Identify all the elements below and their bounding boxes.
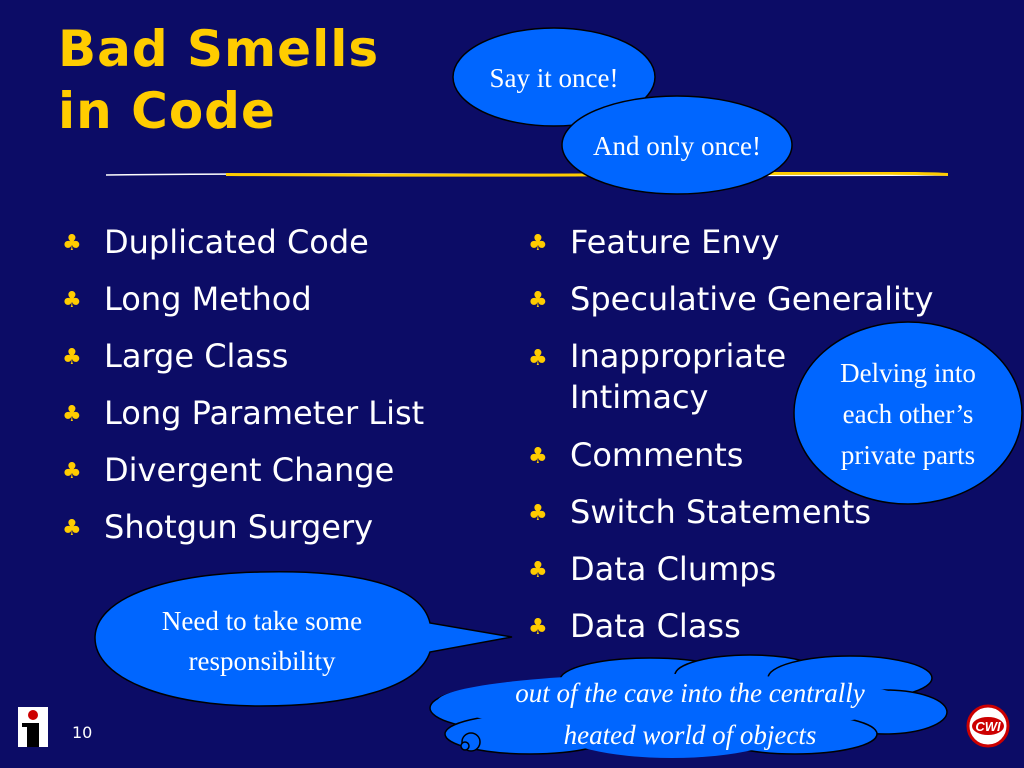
club-bullet-icon: ♣ — [62, 288, 82, 313]
say-it-once-text: Say it once! — [489, 63, 619, 93]
i-logo-icon — [18, 707, 48, 747]
list-item: ♣ Long Parameter List — [62, 393, 424, 433]
club-bullet-icon: ♣ — [528, 558, 548, 583]
say-it-once-bubble — [452, 27, 656, 127]
club-bullet-icon: ♣ — [528, 615, 548, 640]
club-bullet-icon: ♣ — [528, 444, 548, 469]
list-item: ♣ Feature Envy — [528, 222, 828, 262]
list-item-label: Divergent Change — [104, 451, 395, 489]
list-item-label: Speculative Generality — [570, 280, 934, 318]
club-bullet-icon: ♣ — [62, 516, 82, 541]
club-bullet-icon: ♣ — [62, 345, 82, 370]
right-smell-list: ♣ Feature Envy ♣ Speculative Generality ♣ I… — [528, 222, 933, 663]
cave-cloud-callout — [429, 654, 948, 758]
slide-title-line1: Bad Smells — [58, 20, 380, 78]
list-item-label: Comments — [570, 436, 744, 474]
delving-line2: each other’s — [842, 399, 974, 429]
list-item-label: Feature Envy — [570, 223, 780, 261]
club-bullet-icon: ♣ — [528, 288, 548, 313]
list-item-label: Long Method — [104, 280, 312, 318]
cloud-tail-dot — [460, 741, 470, 751]
club-bullet-icon: ♣ — [528, 346, 548, 371]
list-item-label: Large Class — [104, 337, 289, 375]
list-item: ♣ Inappropriate Intimacy — [528, 336, 828, 418]
slide-title: Bad Smells in Code — [58, 18, 379, 142]
list-item: ♣ Large Class — [62, 336, 424, 376]
club-bullet-icon: ♣ — [528, 231, 548, 256]
cwi-logo-text: CWI — [975, 719, 1001, 734]
page-number: 10 — [72, 723, 93, 742]
responsibility-line1: Need to take some — [161, 606, 363, 636]
cave-line1: out of the cave into the centrally — [515, 678, 865, 708]
and-only-once-text: And only once! — [593, 131, 761, 161]
cave-line2: heated world of objects — [563, 720, 817, 750]
list-item-label: Data Clumps — [570, 550, 777, 588]
and-only-once-bubble — [561, 95, 793, 195]
delving-line1: Delving into — [840, 358, 976, 388]
list-item-label: Shotgun Surgery — [104, 508, 374, 546]
list-item-label: Switch Statements — [570, 493, 872, 531]
delving-line3: private parts — [840, 440, 976, 470]
list-item: ♣ Duplicated Code — [62, 222, 424, 262]
list-item: ♣ Data Class — [528, 606, 828, 646]
cave-text: out of the cave into the centrally heate… — [440, 672, 940, 756]
delving-text: Delving into each other’s private parts — [796, 353, 1020, 476]
list-item: ♣ Data Clumps — [528, 549, 828, 589]
responsibility-callout — [94, 571, 513, 707]
club-bullet-icon: ♣ — [62, 231, 82, 256]
club-bullet-icon: ♣ — [62, 459, 82, 484]
list-item: ♣ Long Method — [62, 279, 424, 319]
list-item: ♣ Divergent Change — [62, 450, 424, 490]
list-item: ♣ Switch Statements — [528, 492, 871, 532]
list-item-label: Inappropriate Intimacy — [570, 337, 787, 416]
slide-title-line2: in Code — [58, 82, 276, 140]
list-item-label: Data Class — [570, 607, 741, 645]
list-item: ♣ Speculative Generality — [528, 279, 933, 319]
delving-bubble — [793, 321, 1023, 505]
list-item-label: Long Parameter List — [104, 394, 425, 432]
left-smell-list: ♣ Duplicated Code ♣ Long Method ♣ Large Cla… — [62, 222, 424, 564]
cwi-logo-icon: CWI — [966, 704, 1010, 752]
list-item: ♣ Comments — [528, 435, 828, 475]
responsibility-line2: responsibility — [188, 646, 336, 676]
club-bullet-icon: ♣ — [62, 402, 82, 427]
responsibility-text: Need to take some responsibility — [110, 601, 414, 681]
list-item-label: Duplicated Code — [104, 223, 369, 261]
list-item: ♣ Shotgun Surgery — [62, 507, 424, 547]
club-bullet-icon: ♣ — [528, 501, 548, 526]
